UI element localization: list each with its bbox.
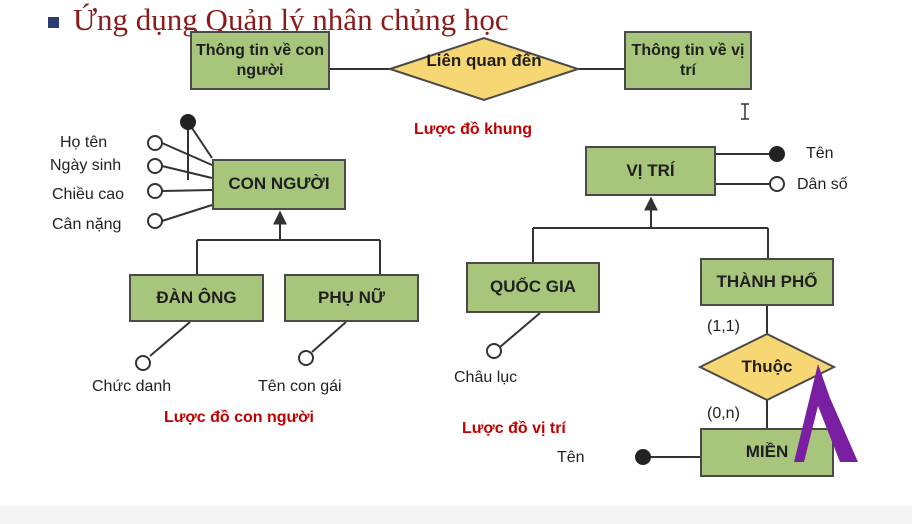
attr-line-chuc-danh [149,321,191,357]
relationship-lien-quan: Liên quan đến [426,51,542,70]
attr-line-ho-ten [161,142,213,166]
attr-label-vitri-ten: Tên [806,145,834,162]
entity-quoc-gia: QUỐC GIA [466,262,600,313]
cardinality-top: (1,1) [707,318,740,335]
bullet-icon [48,16,59,28]
entity-mien: MIỀN [700,428,834,477]
attr-circle-chuc-danh [135,355,151,371]
entity-dan-ong: ĐÀN ÔNG [129,274,264,322]
attr-circle-chieu-cao [147,183,163,199]
attr-circle-ten-con-gai [298,350,314,366]
key-dot-vitri-ten [769,146,785,162]
frame-relationship-diamond [386,36,582,102]
attr-label-chau-luc: Châu lục [454,369,518,386]
caption-person-schema: Lược đồ con người [164,409,314,426]
attr-line-ngay-sinh [161,165,213,179]
watermark-logo [794,364,858,462]
entity-location-info: Thông tin về vị trí [624,31,752,90]
caption-location-schema: Lược đồ vị trí [462,420,566,437]
attr-label-ho-ten: Họ tên [60,134,108,151]
attr-line-chieu-cao [161,189,213,192]
key-attribute-dot [180,114,196,130]
attr-label-ngay-sinh: Ngày sinh [50,157,122,174]
entity-vi-tri: VỊ TRÍ [585,146,716,196]
attr-line-can-nang [161,204,213,222]
attr-label-dan-so: Dân số [797,176,848,193]
attr-circle-chau-luc [486,343,502,359]
thuoc-relationship-diamond [697,332,837,402]
entity-phu-nu: PHỤ NỮ [284,274,419,322]
attr-label-chieu-cao: Chiều cao [52,186,125,203]
attr-label-ten-con-gai: Tên con gái [258,378,342,395]
attr-circle-ngay-sinh [147,158,163,174]
bottom-edge [0,506,912,524]
key-dot-mien-ten [635,449,651,465]
attr-label-can-nang: Cân nặng [52,216,122,233]
attr-circle-ho-ten [147,135,163,151]
attr-circle-can-nang [147,213,163,229]
entity-con-nguoi: CON NGƯỜI [212,159,346,210]
attr-line-ten-con-gai [311,321,347,353]
attr-label-chuc-danh: Chức danh [92,378,172,395]
entity-thanh-pho: THÀNH PHỐ [700,258,834,306]
caption-frame-schema: Lược đồ khung [414,121,533,138]
attr-circle-dan-so [769,176,785,192]
text-cursor-icon [741,103,749,120]
attr-line-chau-luc [499,312,541,348]
relationship-thuoc: Thuộc [741,357,793,376]
entity-person-info: Thông tin về con người [190,31,330,90]
attr-label-mien-ten: Tên [557,449,585,466]
cardinality-bottom: (0,n) [707,405,740,422]
